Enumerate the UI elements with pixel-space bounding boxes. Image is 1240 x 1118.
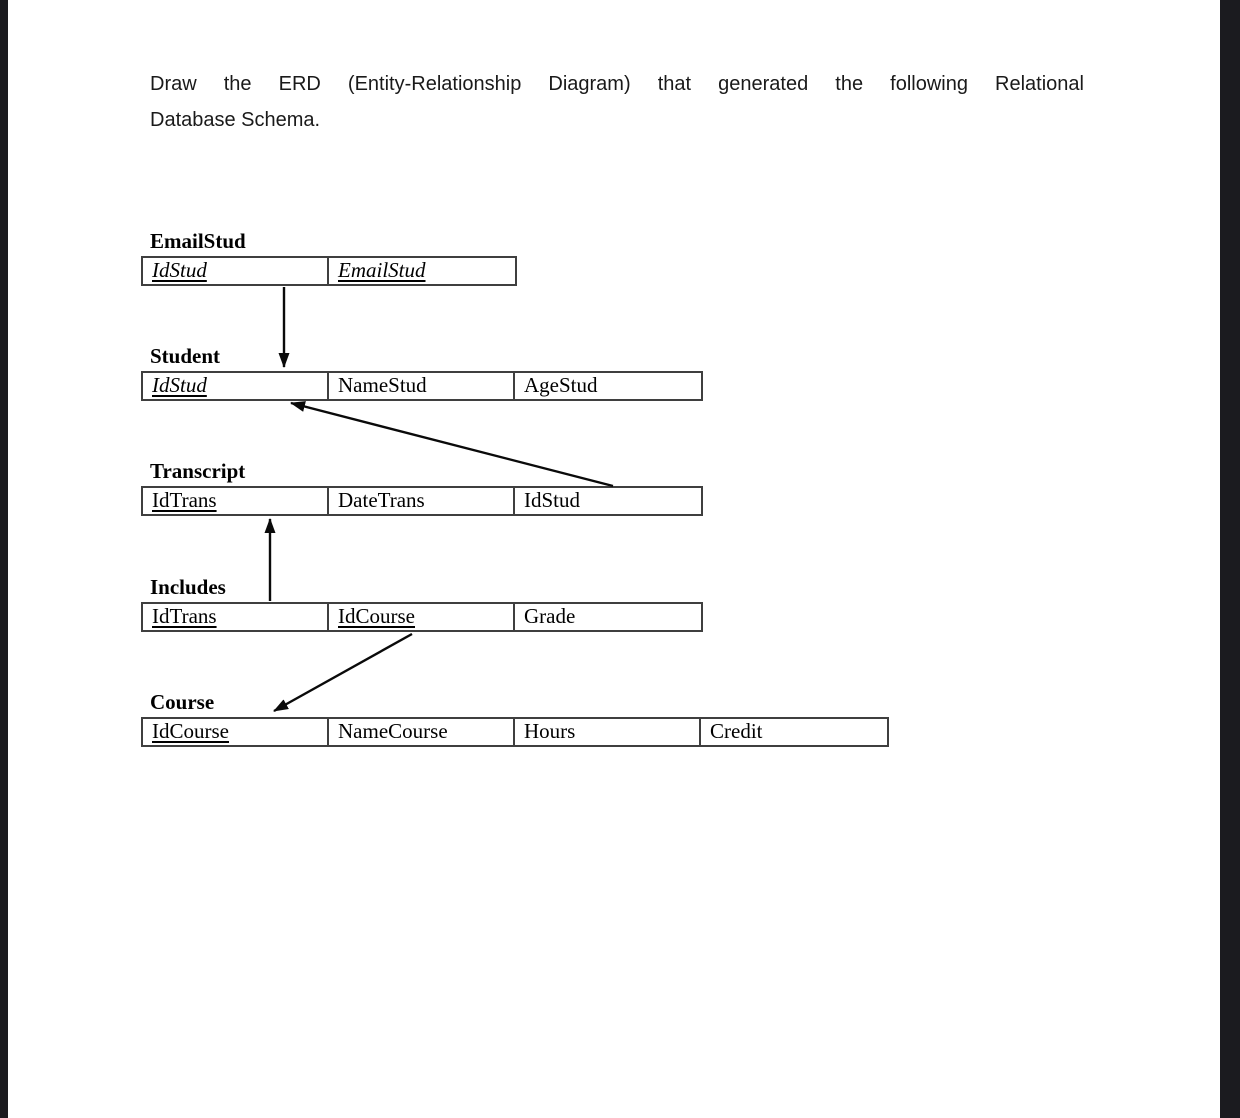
field-cell: DateTrans bbox=[329, 488, 515, 514]
field-cell: IdStud bbox=[143, 258, 329, 284]
field-cell: IdCourse bbox=[329, 604, 515, 630]
question-line-1: Draw the ERD (Entity-Relationship Diagra… bbox=[150, 73, 1084, 95]
question-text: Draw the ERD (Entity-Relationship Diagra… bbox=[150, 66, 1084, 138]
question-line-2: Database Schema. bbox=[150, 109, 321, 131]
field-cell: Credit bbox=[710, 719, 763, 743]
left-edge-bar bbox=[0, 0, 8, 1118]
field-cell: IdStud bbox=[143, 373, 329, 399]
field-cell: NameCourse bbox=[329, 719, 515, 745]
field-cell: IdStud bbox=[524, 488, 581, 512]
right-edge-bar bbox=[1220, 0, 1240, 1118]
table-title-emailstud: EmailStud bbox=[150, 229, 246, 253]
table-title-includes: Includes bbox=[150, 575, 226, 599]
table-title-student: Student bbox=[150, 344, 221, 368]
field-cell: AgeStud bbox=[524, 373, 598, 397]
field-cell: IdTrans bbox=[143, 488, 329, 514]
field-cell: IdTrans bbox=[143, 604, 329, 630]
table-title-course: Course bbox=[150, 690, 215, 714]
field-cell: Grade bbox=[524, 604, 576, 628]
field-cell: NameStud bbox=[329, 373, 515, 399]
field-cell: Hours bbox=[515, 719, 701, 745]
field-cell: IdCourse bbox=[143, 719, 329, 745]
schema-table-emailstud: EmailStud IdStud EmailStud bbox=[141, 229, 517, 286]
table-row-emailstud: IdStud EmailStud bbox=[141, 256, 517, 286]
field-cell: EmailStud bbox=[338, 258, 426, 282]
table-title-transcript: Transcript bbox=[150, 459, 246, 483]
